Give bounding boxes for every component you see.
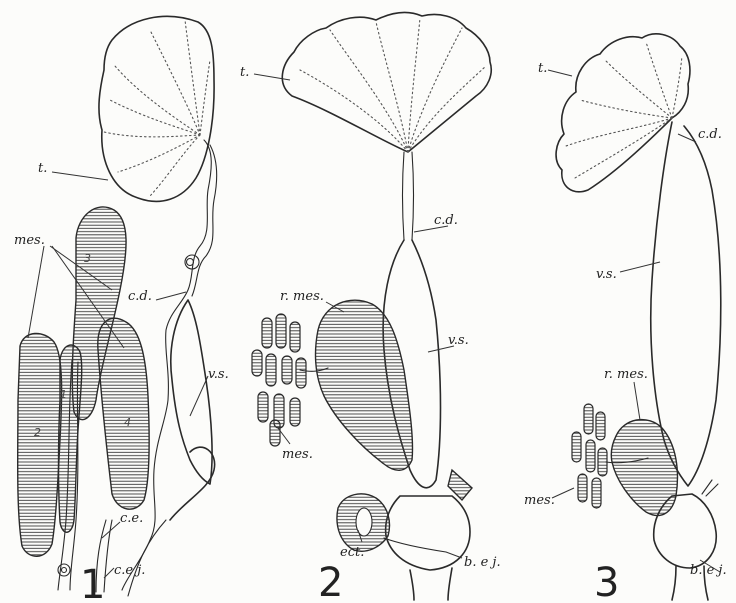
fig1-lobe-4-label: 4 — [124, 416, 131, 429]
fig1-lobe-3-label: 3 — [84, 252, 91, 265]
fig2-label-cd: c.d. — [434, 213, 458, 228]
fig1-number: 1 — [80, 562, 105, 603]
fig1-testis — [99, 16, 214, 201]
fig1-lobe-2 — [18, 333, 62, 556]
fig2-label-bej: b. e j. — [464, 555, 501, 570]
fig1-label-cd: c.d. — [128, 289, 152, 304]
fig2-testis — [282, 13, 491, 152]
fig2-number: 2 — [318, 560, 343, 603]
fig2-testis-septa — [300, 18, 486, 152]
figure-2: t. c.d. r. mes. v.s. mes. ect. b. e j. 2 — [240, 13, 501, 603]
fig3-label-rmes: r. mes. — [604, 367, 648, 382]
fig1-label-cej: c.e j. — [114, 563, 145, 578]
fig1-lobe-1-label: 1 — [60, 388, 67, 401]
fig1-lobe-2-label: 2 — [34, 426, 41, 439]
fig1-label-vs: v.s. — [208, 367, 229, 382]
fig2-ejaculatory-bulb — [386, 496, 470, 570]
fig3-number: 3 — [594, 560, 619, 603]
fig2-label-vs: v.s. — [448, 333, 469, 348]
figure-1: 3 1 2 4 t. mes. c.d. v.s. c.e. c.e j. 1 — [14, 16, 229, 603]
fig3-label-vs: v.s. — [596, 267, 617, 282]
fig3-label-t: t. — [538, 61, 547, 76]
fig3-label-cd: c.d. — [698, 127, 722, 142]
fig2-label-t: t. — [240, 65, 249, 80]
fig1-label-ce: c.e. — [120, 511, 143, 526]
fig3-lobulate-glands — [572, 404, 607, 508]
fig1-label-t: t. — [38, 161, 47, 176]
fig2-label-rmes: r. mes. — [280, 289, 324, 304]
fig3-label-bej: b. e j. — [690, 563, 727, 578]
fig1-testis-septa — [104, 20, 210, 196]
fig2-label-ect: ect. — [340, 545, 364, 560]
fig1-seminal-vesicle — [171, 300, 212, 484]
fig1-label-mes: mes. — [14, 233, 45, 248]
fig3-ejaculatory-bulb — [654, 494, 717, 568]
fig3-label-mes: mes. — [524, 493, 555, 508]
fig2-label-mes: mes. — [282, 447, 313, 462]
fig2-mesadene — [316, 300, 413, 470]
figure-3: t. c.d. v.s. r. mes. mes. b. e j. 3 — [524, 34, 727, 603]
fig2-lobulate-glands — [252, 314, 306, 446]
